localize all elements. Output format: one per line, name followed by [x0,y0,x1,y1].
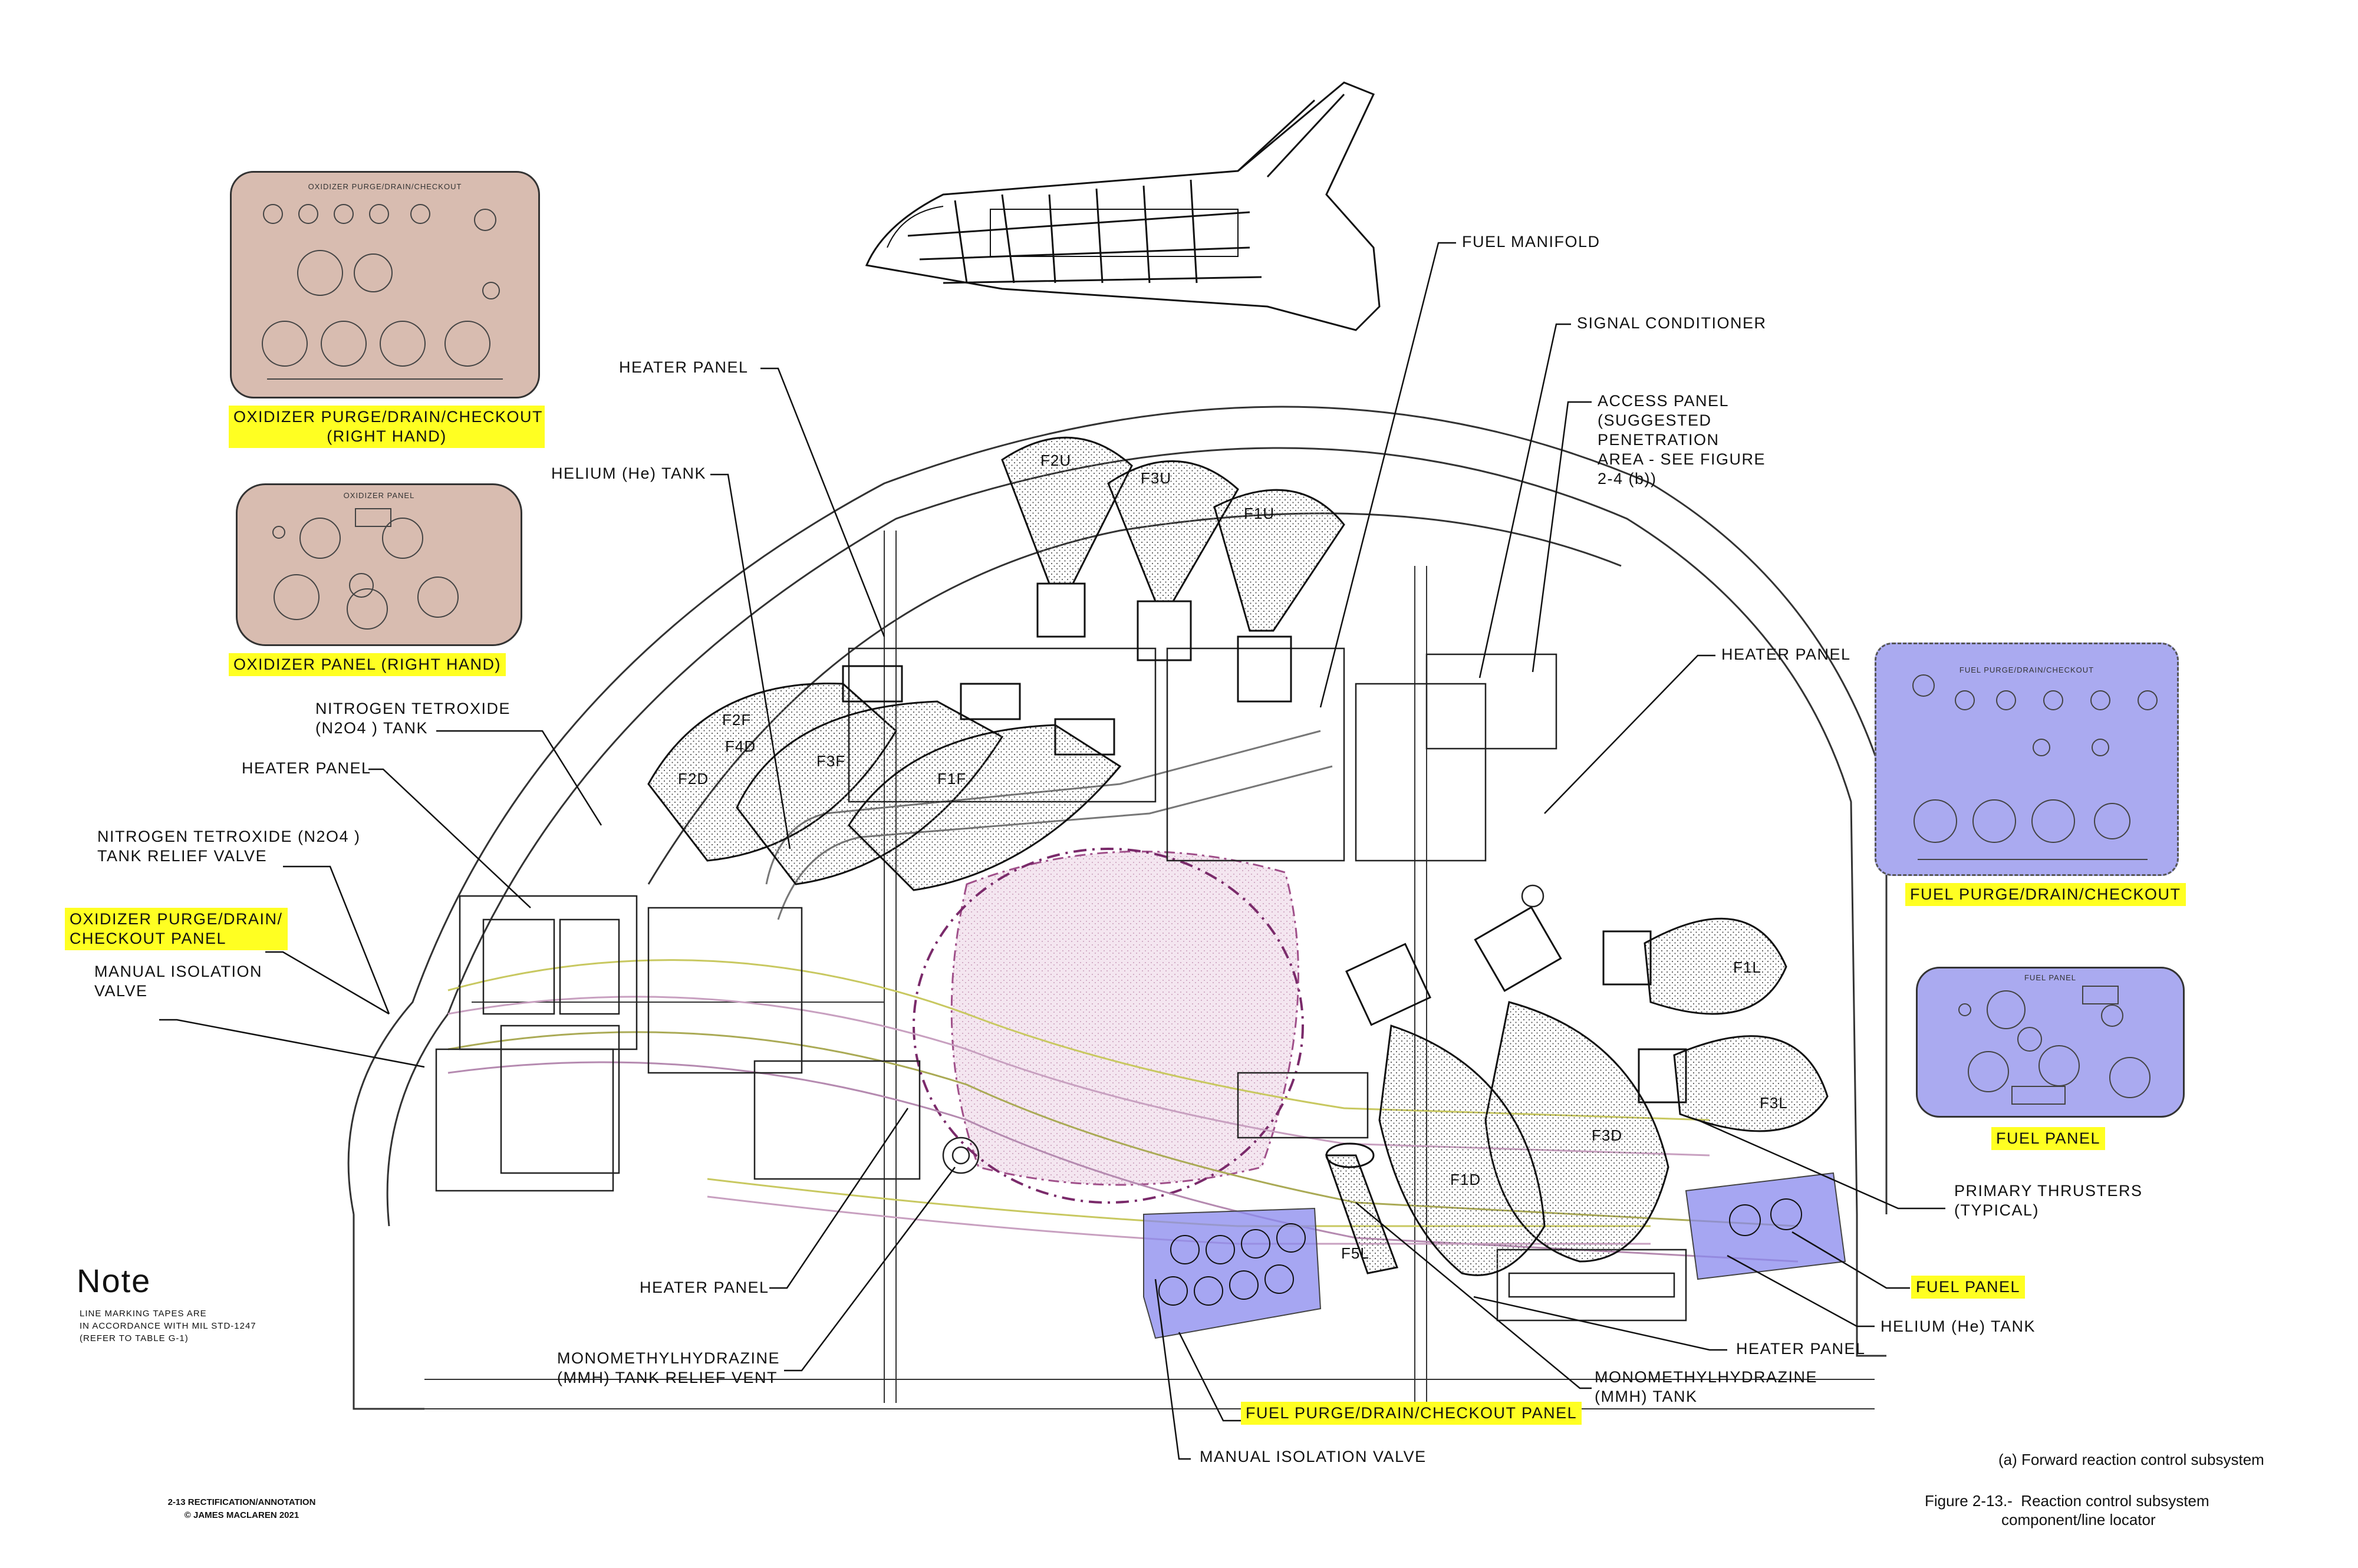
fuel-panel-fittings [1958,986,2150,1105]
forward-thruster-tags: F2F F4D F2D F3F F1F [678,711,966,788]
label-helium-tank-left: HELIUM (He) TANK [551,465,707,482]
fuel-panel-highlights [1143,1172,1846,1339]
credit: 2-13 RECTIFICATION/ANNOTATION © JAMES MA… [167,1497,316,1520]
label-mmh-relief: MONOMETHYLHYDRAZINE (MMH) TANK RELIEF VE… [557,1349,780,1386]
fuel-pdc-fittings [1912,674,2158,860]
thruster-f4d: F4D [725,737,756,755]
label-primary-thrusters: PRIMARY THRUSTERS (TYPICAL) [1954,1182,2143,1219]
forward-thrusters [647,665,1122,891]
thruster-f1f: F1F [937,770,966,788]
label-heater-panel-top: HEATER PANEL [619,358,749,376]
oxidizer-pdc-caption: OXIDIZER PURGE/DRAIN/CHECKOUT (RIGHT HAN… [229,406,545,448]
thruster-f2d: F2D [678,770,709,788]
label-fuel-pdc-panel: FUEL PURGE/DRAIN/CHECKOUT PANEL [1241,1402,1582,1425]
label-oxidizer-pdc-panel: OXIDIZER PURGE/DRAIN/ CHECKOUT PANEL [65,908,288,950]
thruster-f5l: F5L [1341,1244,1369,1262]
thruster-f2u: F2U [1040,452,1071,469]
fuel-panel-caption: FUEL PANEL [1991,1127,2106,1150]
label-access-panel: ACCESS PANEL (SUGGESTED PENETRATION AREA… [1598,392,1766,487]
thruster-f3f: F3F [816,752,845,770]
label-n2o4-relief: NITROGEN TETROXIDE (N2O4 ) TANK RELIEF V… [97,828,361,865]
label-fuel-manifold: FUEL MANIFOLD [1462,233,1600,251]
thruster-f1u: F1U [1244,505,1274,522]
fuel-panel-title: FUEL PANEL [2024,973,2077,982]
label-heater-panel-left: HEATER PANEL [242,759,371,777]
upward-thrusters [1001,436,1345,703]
label-n2o4-tank: NITROGEN TETROXIDE (N2O4 ) TANK [315,700,511,737]
subcaption: (a) Forward reaction control subsystem [1998,1451,2264,1468]
label-heater-panel-right: HEATER PANEL [1721,645,1851,663]
oxidizer-panel-fittings [272,508,459,630]
label-heater-panel-bottom-left: HEATER PANEL [640,1279,769,1296]
figure-caption: Figure 2-13.- Reaction control subsystem… [1925,1492,2209,1529]
label-manual-isolation-bottom: MANUAL ISOLATION VALVE [1200,1448,1427,1465]
thruster-f1l: F1L [1733,958,1761,976]
oxidizer-panel-title: OXIDIZER PANEL [343,491,415,500]
oxidizer-panel-inset: OXIDIZER PANEL [236,483,522,646]
note-body: LINE MARKING TAPES ARE IN ACCORDANCE WIT… [80,1309,256,1343]
oxidizer-pdc-inset: OXIDIZER PURGE/DRAIN/CHECKOUT [230,171,540,398]
equipment-blocks [435,647,1687,1322]
thruster-f2f: F2F [722,711,751,729]
fuel-pdc-inset: FUEL PURGE/DRAIN/CHECKOUT [1875,643,2179,876]
label-manual-isolation-left: MANUAL ISOLATION VALVE [94,963,263,1000]
oxidizer-pdc-title: OXIDIZER PURGE/DRAIN/CHECKOUT [308,182,462,191]
thruster-f1d: F1D [1450,1171,1481,1188]
fuel-pdc-title: FUEL PURGE/DRAIN/CHECKOUT [1959,666,2094,674]
side-thrusters [1325,906,1829,1276]
label-fuel-panel: FUEL PANEL [1911,1276,2026,1299]
label-helium-tank-right: HELIUM (He) TANK [1881,1317,2036,1335]
fuel-panel-inset: FUEL PANEL [1916,967,2185,1118]
label-heater-panel-bottom-right: HEATER PANEL [1736,1340,1866,1358]
propellant-tank-region [913,848,1304,1204]
oxidizer-panel-caption: OXIDIZER PANEL (RIGHT HAND) [229,653,506,676]
thruster-tags: F2U F3U F1U [1040,452,1274,522]
leader-lines [159,242,1945,1460]
thruster-f3l: F3L [1760,1094,1788,1112]
side-thruster-tags: F1L F3L F3D F1D F5L [1341,958,1788,1262]
thruster-f3d: F3D [1592,1126,1622,1144]
label-signal-conditioner: SIGNAL CONDITIONER [1577,314,1767,332]
fuel-pdc-caption: FUEL PURGE/DRAIN/CHECKOUT [1905,883,2186,906]
thruster-f3u: F3U [1141,469,1171,487]
oxidizer-pdc-fittings [262,204,503,380]
orbiter-sketch [865,81,1381,331]
note-title: Note [77,1262,152,1299]
label-mmh-tank: MONOMETHYLHYDRAZINE (MMH) TANK [1595,1368,1818,1405]
